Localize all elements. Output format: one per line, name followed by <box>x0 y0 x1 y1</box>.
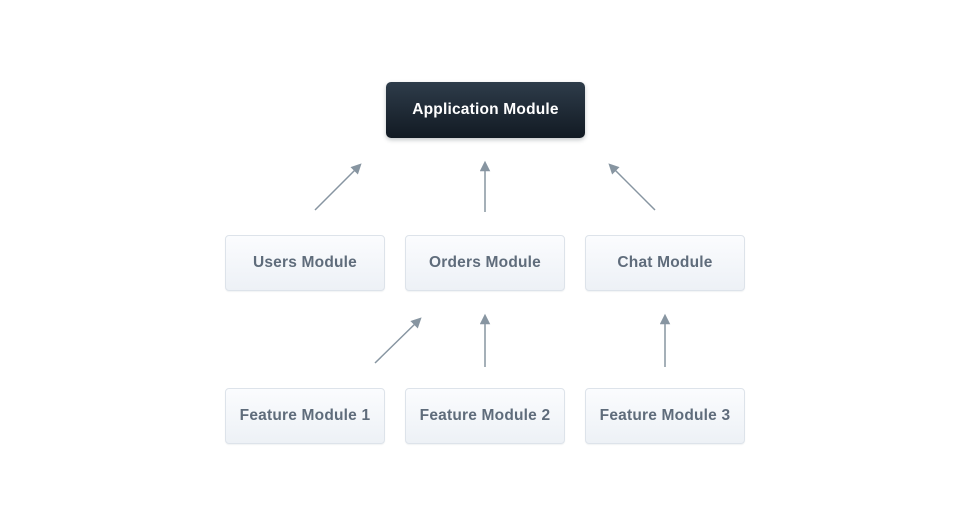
arrow-users-to-application <box>314 163 362 211</box>
node-application-module: Application Module <box>386 82 585 138</box>
node-label: Feature Module 1 <box>239 407 371 424</box>
arrow-feature1-to-orders <box>374 317 422 364</box>
node-feature-module-3: Feature Module 3 <box>585 388 745 444</box>
node-feature-module-2: Feature Module 2 <box>405 388 565 444</box>
arrow-chat-to-application <box>608 163 656 211</box>
node-label: Application Module <box>412 101 559 118</box>
node-label: Orders Module <box>429 254 541 271</box>
node-feature-module-1: Feature Module 1 <box>225 388 385 444</box>
node-orders-module: Orders Module <box>405 235 565 291</box>
node-label: Users Module <box>252 254 358 271</box>
node-chat-module: Chat Module <box>585 235 745 291</box>
node-label: Feature Module 3 <box>599 407 731 424</box>
node-label: Chat Module <box>617 254 713 271</box>
node-label: Feature Module 2 <box>419 407 551 424</box>
node-users-module: Users Module <box>225 235 385 291</box>
